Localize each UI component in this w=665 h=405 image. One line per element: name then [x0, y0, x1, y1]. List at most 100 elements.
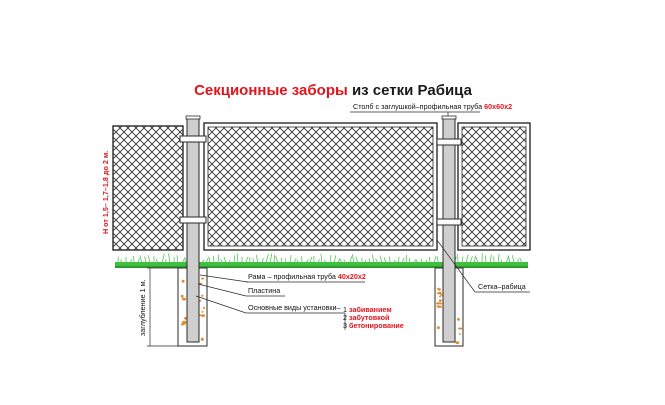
- grass-blade: [144, 256, 147, 264]
- grass-blade: [507, 255, 511, 264]
- left-mesh-panel: [112, 125, 184, 251]
- frame-label: Рама – профильная труба 40x20x2: [248, 272, 366, 281]
- grass-blade: [405, 254, 408, 264]
- grass-blade: [296, 259, 299, 264]
- center-mesh-panel: [203, 122, 438, 251]
- grass-blade: [339, 258, 343, 264]
- grass-blade: [333, 255, 337, 264]
- grass-blade: [355, 256, 359, 264]
- gravel-dot: [440, 293, 443, 296]
- title-part-dark: из сетки Рабица: [348, 82, 473, 99]
- grass-blade: [161, 253, 165, 264]
- grass-blade: [273, 254, 276, 264]
- gravel-dot: [436, 302, 440, 305]
- grass-blade: [120, 259, 123, 264]
- depth-label: заглубление 1 м.: [138, 279, 147, 336]
- grass-blade: [275, 255, 279, 264]
- grass-blade: [401, 257, 405, 264]
- gravel-dot: [458, 327, 463, 330]
- height-label: Н от 1,5– 1,7–1,8 до 2 м.: [101, 151, 110, 234]
- gravel-dot: [184, 316, 187, 320]
- grass-blade: [428, 256, 431, 264]
- gravel-dot: [182, 297, 186, 301]
- grass-blade: [293, 257, 297, 264]
- right-mesh-panel: [457, 122, 531, 251]
- grass-blade: [351, 254, 355, 264]
- grass-blade: [505, 256, 509, 264]
- gravel-dot: [201, 277, 205, 280]
- plate-label: Пластина: [248, 286, 280, 295]
- grass-blade: [408, 258, 411, 264]
- grass-blade: [485, 255, 487, 264]
- post-label-text: Столб с заглушкой–профильная труба: [353, 102, 484, 111]
- grass-blade: [364, 259, 367, 264]
- grass-blade: [337, 258, 341, 264]
- grass-blade: [511, 255, 515, 264]
- gravel-dot: [437, 305, 441, 308]
- grass-blade: [415, 259, 419, 264]
- grass-blade: [497, 253, 500, 264]
- grass-blade: [265, 253, 269, 264]
- gravel-dot: [455, 341, 460, 344]
- left-post: [185, 115, 201, 343]
- page-title: Секционные заборы из сетки Рабица: [194, 82, 473, 99]
- method-1-name: забиванием: [349, 305, 392, 314]
- gravel-dot: [201, 311, 204, 313]
- right-post: [441, 115, 457, 343]
- gravel-dot: [198, 314, 203, 317]
- gravel-dot: [182, 320, 187, 324]
- frame-label-size: 40x20x2: [338, 272, 366, 281]
- grass-blade: [139, 255, 143, 264]
- gravel-dot: [458, 333, 462, 335]
- gravel-dot: [436, 326, 440, 329]
- grass-blade: [223, 256, 227, 264]
- mesh-label: Сетка–рабица: [478, 282, 526, 291]
- grass-blade: [489, 254, 492, 264]
- frame-label-text: Рама – профильная труба: [248, 272, 338, 281]
- grass-blade: [176, 255, 179, 264]
- grass-blade: [245, 256, 249, 264]
- grass-blade: [433, 256, 437, 264]
- grass-blade: [420, 258, 423, 264]
- grass-blade: [129, 259, 133, 264]
- gravel-dot: [457, 318, 460, 321]
- grass-blade: [323, 259, 327, 264]
- grass-blade: [233, 255, 236, 264]
- grass-blade: [205, 258, 209, 264]
- grass-blade: [317, 258, 320, 264]
- grass-blade: [168, 253, 171, 264]
- grass-blade: [184, 256, 187, 264]
- grass-blade: [320, 253, 323, 264]
- grass-blade: [181, 258, 185, 264]
- gravel-dot: [203, 306, 205, 310]
- gravel-dot: [201, 294, 204, 297]
- grass: [115, 253, 528, 268]
- grass-blade: [379, 255, 383, 264]
- grass-blade: [155, 258, 159, 264]
- grass-blade: [519, 257, 523, 264]
- grass-blade: [329, 255, 332, 264]
- install-method-1: 1 забиванием: [343, 305, 392, 314]
- install-method-2: 2 забутовкой: [343, 313, 389, 322]
- gravel-dot: [199, 299, 202, 302]
- gravel-dot: [436, 292, 441, 295]
- leader-lines: [147, 111, 530, 347]
- grass-blade: [393, 259, 396, 264]
- grass-blade: [201, 259, 205, 264]
- grass-blade: [217, 254, 220, 264]
- install-method-3: 3 бетонирование: [343, 321, 404, 330]
- gravel-dot: [200, 337, 204, 341]
- gravel-dot: [180, 294, 184, 298]
- method-2-name: забутовкой: [349, 313, 389, 322]
- post-label: Столб с заглушкой–профильная труба 60x60…: [353, 102, 512, 111]
- grass-blade: [220, 258, 223, 264]
- title-part-red: Секционные заборы: [194, 82, 348, 99]
- gravel-dot: [181, 279, 185, 283]
- install-label: Основные виды установки–: [248, 303, 341, 312]
- grass-blade: [473, 255, 477, 264]
- gravel-dot: [201, 314, 206, 317]
- grass-blade: [285, 258, 287, 264]
- grass-blade: [269, 253, 273, 264]
- gravel-dot: [437, 288, 441, 291]
- grass-blade: [461, 256, 464, 264]
